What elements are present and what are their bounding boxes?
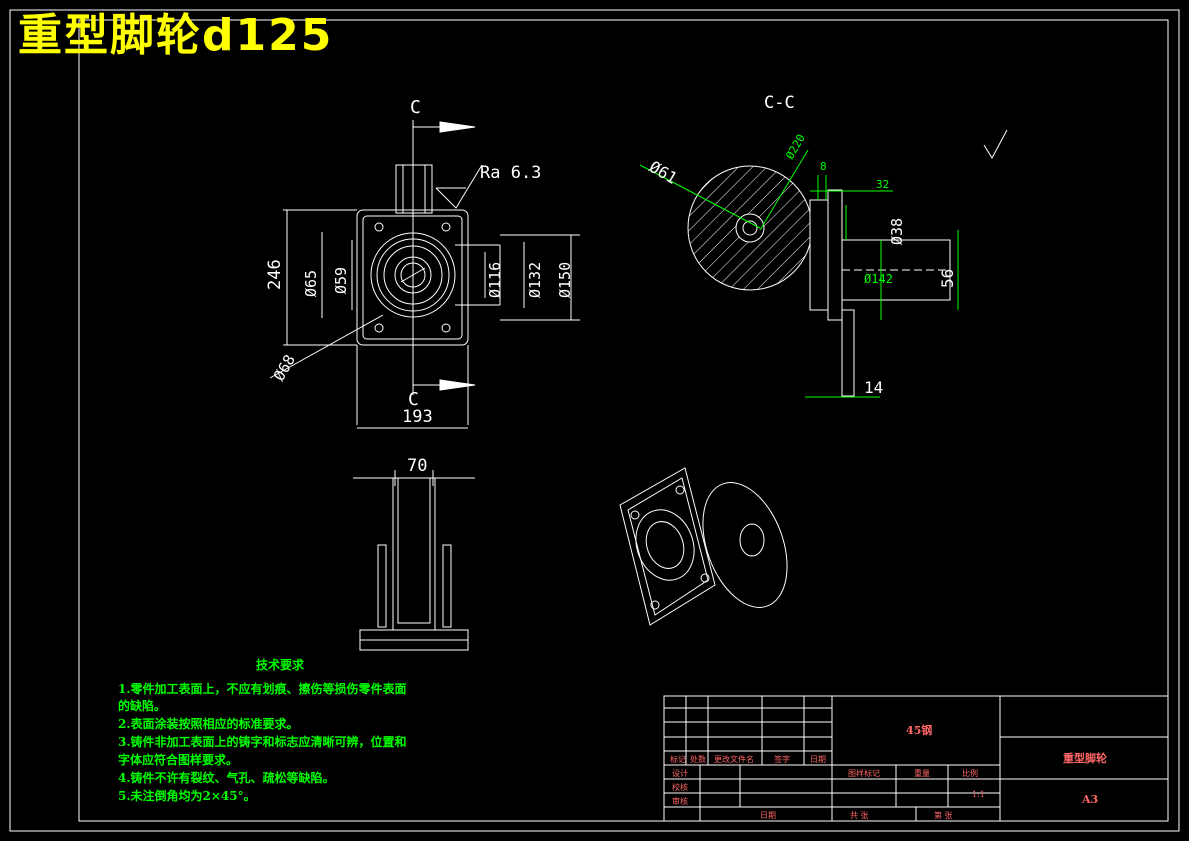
tb-scale: 1:1 [972,790,985,799]
title-block-frame [663,695,1169,822]
tech-line-1: 1.零件加工表面上，不应有划痕、擦伤等损伤零件表面 [118,682,407,696]
tb-approve: 审核 [672,797,688,806]
finish-mark [983,129,1008,160]
tech-line-4: 3.铸件非加工表面上的铸字和标志应清晰可辨，位置和 [118,735,407,749]
tech-line-5: 字体应符合图样要求。 [118,753,239,767]
tech-line-6: 4.铸件不许有裂纹、气孔、疏松等缺陷。 [118,771,335,785]
section-arrows [439,121,476,391]
tech-line-2: 的缺陷。 [118,699,167,713]
tb-ratio: 比例 [962,769,978,778]
tb-sheet-size: A3 [1082,793,1099,806]
roughness-symbol [435,164,483,209]
tb-stage-mark: 图样标记 [848,769,880,778]
tech-line-3: 2.表面涂装按照相应的标准要求。 [118,717,299,731]
tb-hdr-count: 处数 [690,755,706,764]
sheet-border [9,9,1180,832]
tb-sheet: 第 张 [934,811,953,820]
tech-requirements-title: 技术要求 [256,658,305,672]
tb-hdr-sign: 签字 [774,755,790,764]
tb-total: 共 张 [850,811,869,820]
section-dimensions [639,149,959,398]
isometric-view [619,467,788,626]
tb-hdr-mark: 标记 [670,755,686,764]
tb-part-name: 重型脚轮 [1063,752,1107,765]
tb-material: 45钢 [906,724,933,737]
tb-hdr-doc: 更改文件名 [714,755,754,764]
side-view [353,470,475,651]
tb-design: 设计 [672,769,688,778]
tech-line-7: 5.未注倒角均为2×45°。 [118,789,256,803]
tb-weight: 重量 [914,769,930,778]
tb-hdr-date: 日期 [810,755,826,764]
front-dimensions [269,209,580,429]
drawing-title: 重型脚轮d125 [18,10,334,61]
section-view [687,165,951,397]
tb-check: 校核 [672,783,688,792]
front-view [356,164,501,425]
tb-date: 日期 [760,811,776,820]
